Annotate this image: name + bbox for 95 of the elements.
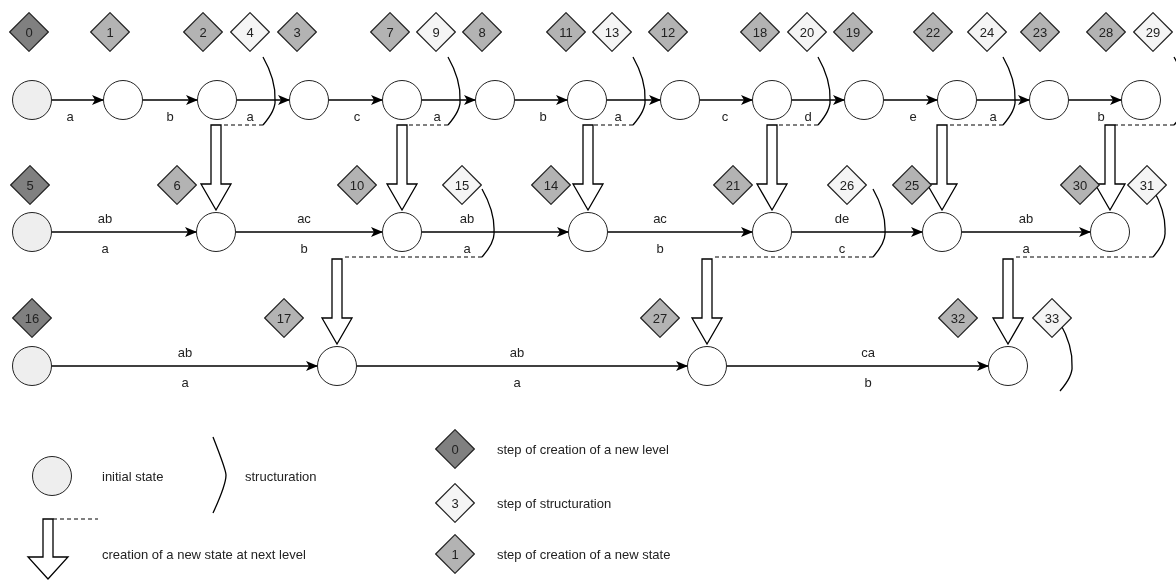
arrow <box>1068 95 1122 105</box>
step-diamond: 21 <box>713 165 753 205</box>
step-diamond: 15 <box>442 165 482 205</box>
step-diamond: 8 <box>462 12 502 52</box>
arrow <box>51 95 104 105</box>
state-circle <box>988 346 1028 386</box>
legend-text: step of structuration <box>497 495 612 511</box>
arrow <box>328 95 383 105</box>
step-diamond: 33 <box>1032 298 1072 338</box>
legend-diamond: 0 <box>435 429 475 469</box>
state-circle <box>197 80 237 120</box>
step-diamond: 9 <box>416 12 456 52</box>
hollow-arrow <box>690 258 724 346</box>
step-diamond: 12 <box>648 12 688 52</box>
state-circle <box>475 80 515 120</box>
initial-state-circle <box>12 346 52 386</box>
step-diamond: 4 <box>230 12 270 52</box>
step-diamond: 29 <box>1133 12 1173 52</box>
state-circle <box>687 346 727 386</box>
arrow <box>421 227 569 237</box>
step-diamond: 6 <box>157 165 197 205</box>
step-diamond: 1 <box>90 12 130 52</box>
step-diamond: 14 <box>531 165 571 205</box>
arrow <box>606 95 661 105</box>
step-diamond: 23 <box>1020 12 1060 52</box>
step-diamond: 30 <box>1060 165 1100 205</box>
state-circle <box>660 80 700 120</box>
arrow <box>607 227 753 237</box>
step-diamond: 32 <box>938 298 978 338</box>
state-circle <box>382 80 422 120</box>
step-diamond: 16 <box>12 298 52 338</box>
arrow <box>961 227 1091 237</box>
step-diamond: 27 <box>640 298 680 338</box>
step-diamond: 28 <box>1086 12 1126 52</box>
step-diamond: 5 <box>10 165 50 205</box>
hollow-arrow <box>199 124 233 212</box>
state-circle <box>196 212 236 252</box>
legend-text: initial state <box>102 468 164 484</box>
step-diamond: 0 <box>9 12 49 52</box>
arrow <box>791 95 845 105</box>
arrow <box>235 227 383 237</box>
step-diamond: 24 <box>967 12 1007 52</box>
legend-text: step of creation of a new level <box>497 441 669 457</box>
step-diamond: 26 <box>827 165 867 205</box>
state-circle <box>1029 80 1069 120</box>
step-diamond: 2 <box>183 12 223 52</box>
step-diamond: 7 <box>370 12 410 52</box>
state-circle <box>937 80 977 120</box>
legend-text: step of creation of a new state <box>497 546 671 562</box>
step-diamond: 25 <box>892 165 932 205</box>
step-diamond: 20 <box>787 12 827 52</box>
state-circle <box>752 212 792 252</box>
arrow <box>976 95 1030 105</box>
legend-diamond: 1 <box>435 534 475 574</box>
state-circle <box>1121 80 1161 120</box>
legend-diamond: 3 <box>435 483 475 523</box>
step-diamond: 19 <box>833 12 873 52</box>
arrow <box>421 95 476 105</box>
initial-state-circle <box>12 212 52 252</box>
step-diamond: 10 <box>337 165 377 205</box>
state-circle <box>844 80 884 120</box>
state-circle <box>317 346 357 386</box>
hollow-arrow <box>991 258 1025 346</box>
state-circle <box>289 80 329 120</box>
legend-text: structuration <box>245 468 317 484</box>
hollow-arrow <box>755 124 789 212</box>
hollow-arrow <box>385 124 419 212</box>
arrow <box>142 95 198 105</box>
hollow-arrow <box>320 258 354 346</box>
hollow-arrow <box>571 124 605 212</box>
initial-state-circle <box>12 80 52 120</box>
state-circle <box>1090 212 1130 252</box>
arrow <box>356 361 688 371</box>
arrow <box>51 227 197 237</box>
arrow <box>236 95 290 105</box>
legend-text: creation of a new state at next level <box>102 546 306 562</box>
state-circle <box>567 80 607 120</box>
step-diamond: 3 <box>277 12 317 52</box>
state-circle <box>922 212 962 252</box>
step-diamond: 11 <box>546 12 586 52</box>
arrow <box>791 227 923 237</box>
arrow <box>699 95 753 105</box>
arrow <box>883 95 938 105</box>
step-diamond: 13 <box>592 12 632 52</box>
state-circle <box>103 80 143 120</box>
arrow <box>51 361 318 371</box>
state-circle <box>382 212 422 252</box>
state-circle <box>568 212 608 252</box>
step-diamond: 22 <box>913 12 953 52</box>
arrow <box>726 361 989 371</box>
step-diamond: 17 <box>264 298 304 338</box>
step-diamond: 31 <box>1127 165 1167 205</box>
step-diamond: 18 <box>740 12 780 52</box>
state-circle <box>752 80 792 120</box>
arrow <box>514 95 568 105</box>
